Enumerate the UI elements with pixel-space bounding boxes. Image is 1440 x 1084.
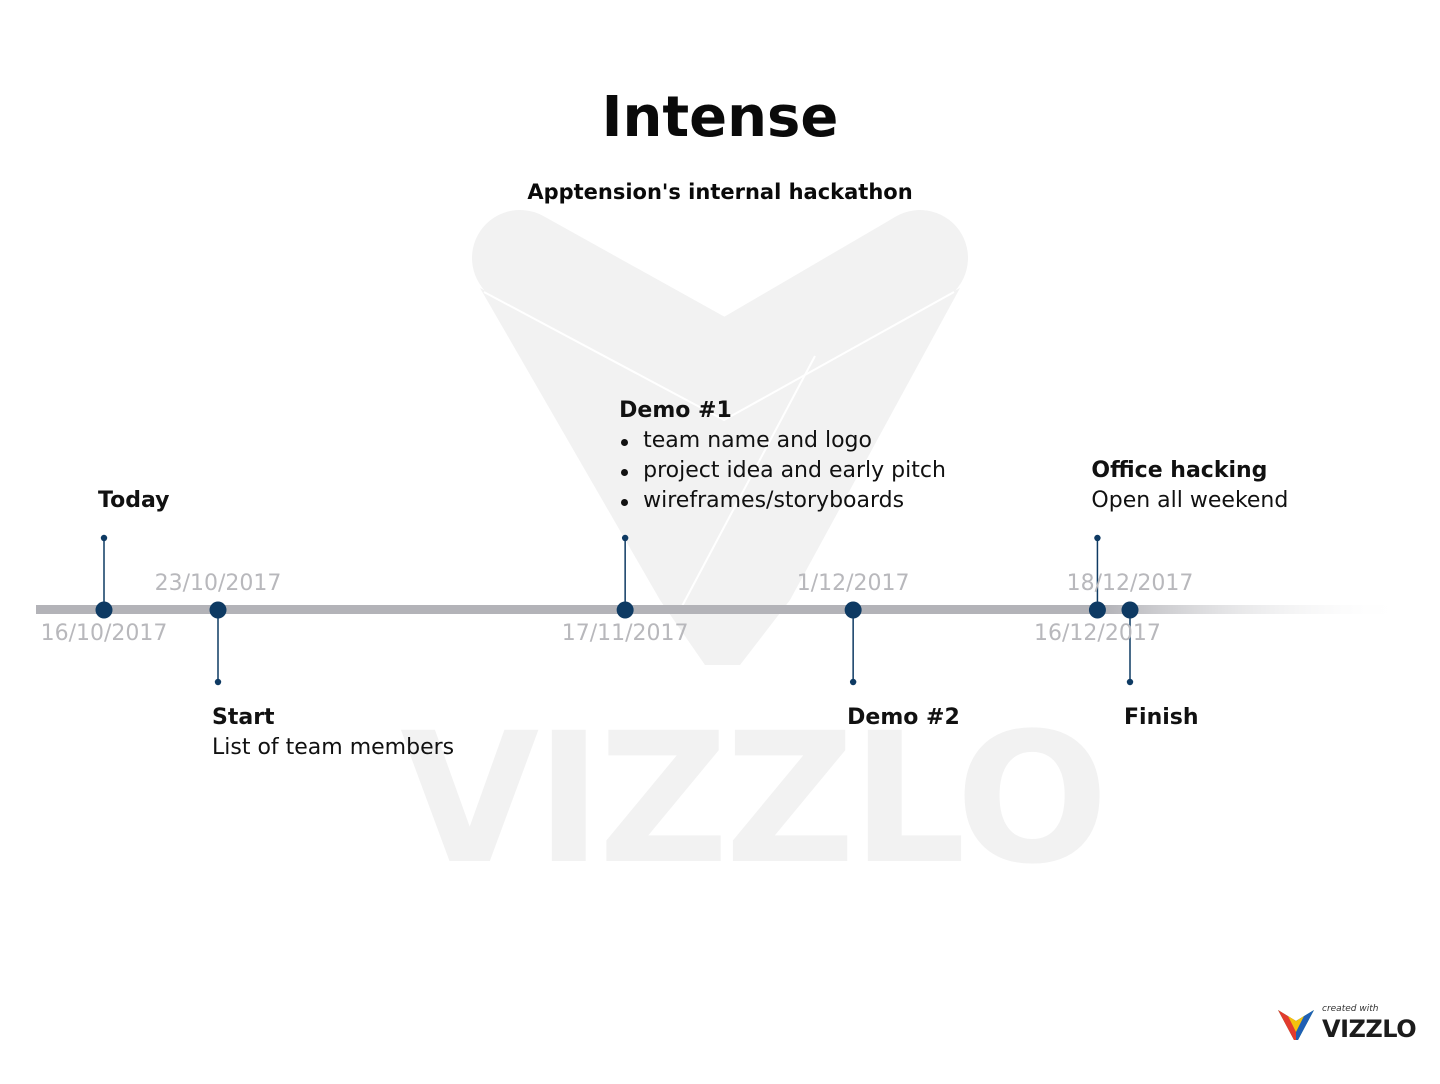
event-box: Demo #2	[847, 703, 960, 733]
timeline-axis	[36, 605, 1406, 614]
event-marker[interactable]	[95, 601, 113, 619]
event-description: List of team members	[212, 735, 455, 760]
event-marker[interactable]	[1088, 601, 1106, 619]
event-stem-tip	[849, 678, 857, 686]
event-stem-tip	[1126, 678, 1134, 686]
event-date-label: 18/12/2017	[1066, 571, 1194, 596]
event-marker[interactable]	[209, 601, 227, 619]
event-date-label: 16/10/2017	[40, 621, 168, 646]
event-stem-tip	[214, 678, 222, 686]
event-description: Open all weekend	[1091, 488, 1289, 513]
event-stem-tip	[100, 534, 108, 542]
event-marker[interactable]	[616, 601, 634, 619]
event-stem-tip	[1094, 534, 1101, 542]
event-title: Today	[98, 488, 170, 513]
page-title: Intense	[601, 85, 839, 150]
event-bullet-item: team name and logo	[619, 426, 946, 456]
vizzlo-logo[interactable]: created with VIZZLO	[1276, 1004, 1422, 1044]
event-title: Start	[212, 705, 275, 730]
event-marker[interactable]	[1121, 601, 1139, 619]
event-bullet-item: wireframes/storyboards	[619, 486, 946, 516]
event-date-label: 16/12/2017	[1034, 621, 1161, 646]
page-subtitle: Apptension's internal hackathon	[527, 180, 913, 204]
event-date-label: 1/12/2017	[796, 571, 910, 596]
event-marker[interactable]	[844, 601, 862, 619]
event-title: Demo #2	[847, 705, 960, 730]
logo-small-text: created with	[1322, 1004, 1379, 1014]
event-title: Office hacking	[1091, 458, 1268, 483]
event-date-label: 17/11/2017	[561, 621, 689, 646]
logo-word: VIZZLO	[1322, 1015, 1417, 1043]
event-box: Today	[98, 486, 169, 516]
event-date-label: 23/10/2017	[154, 571, 282, 596]
vizzlo-v-logo-icon	[1278, 1010, 1314, 1040]
event-bullet-item: project idea and early pitch	[619, 456, 946, 486]
event-title: Demo #1	[619, 398, 732, 423]
event-title: Finish	[1124, 705, 1199, 730]
event-stem-tip	[621, 534, 629, 542]
event-box: Finish	[1124, 703, 1199, 733]
